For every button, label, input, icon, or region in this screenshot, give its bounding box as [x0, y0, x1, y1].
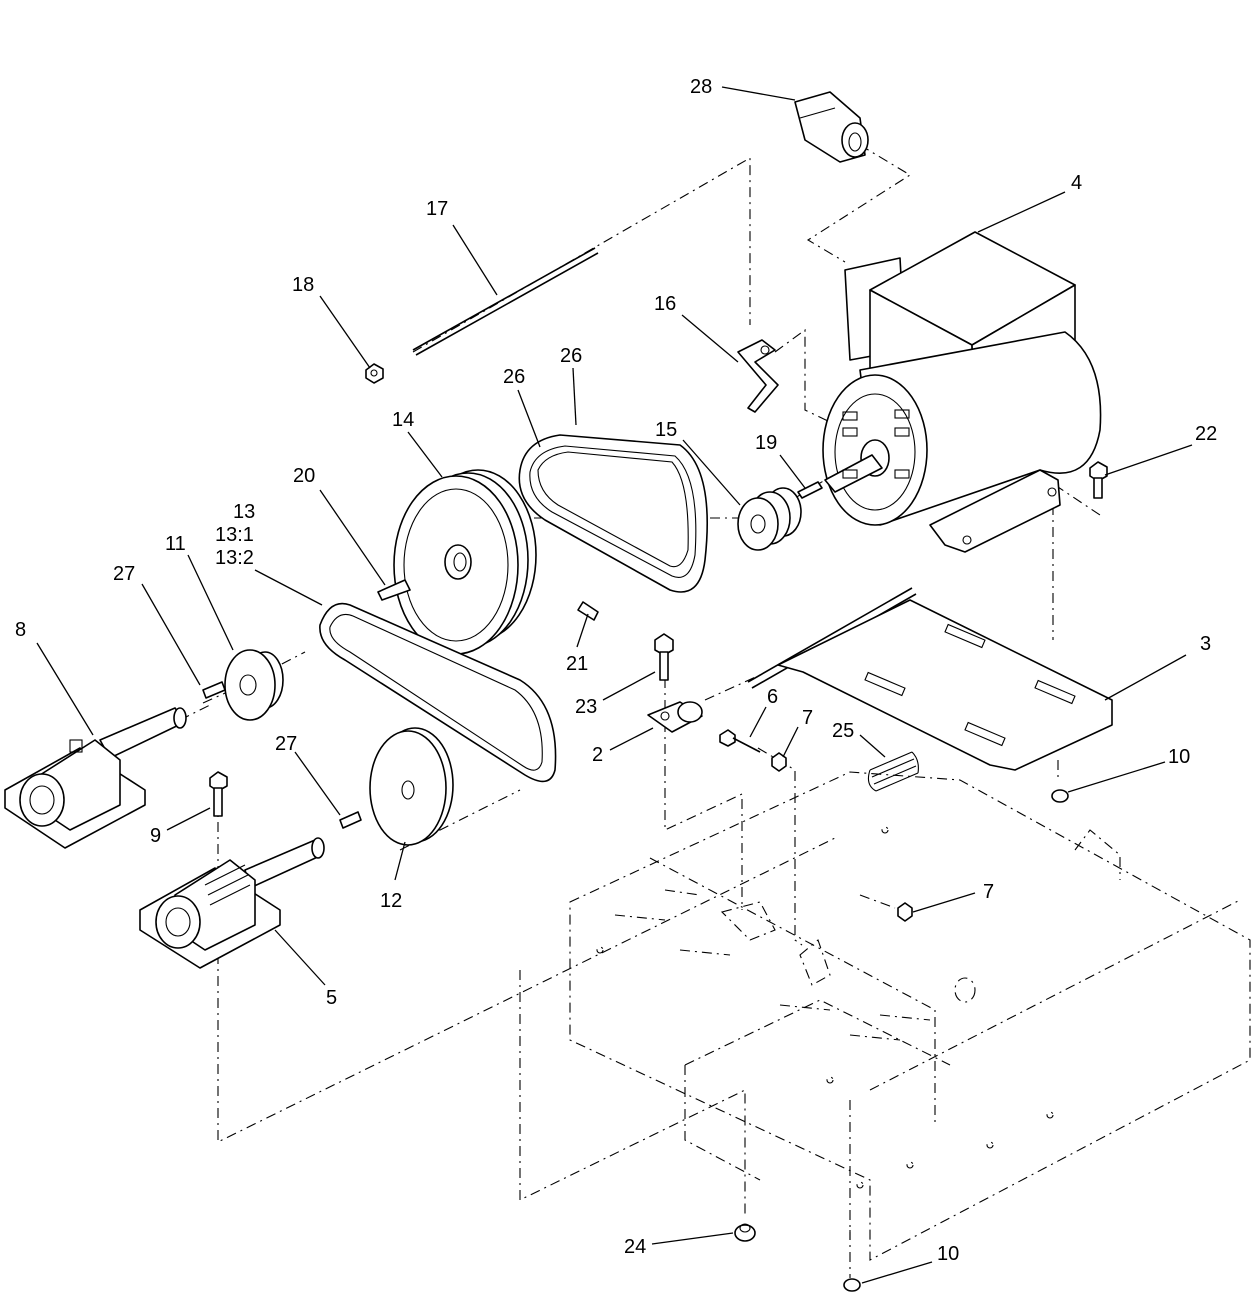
- part-17-rod: [412, 247, 599, 356]
- part-20-key: [377, 579, 411, 601]
- part-8-pillow-block-shaft: [4, 707, 187, 849]
- callout-7-upper: 7: [802, 707, 813, 729]
- part-13-belt: [319, 602, 557, 783]
- callout-26-left: 26: [503, 366, 525, 388]
- callout-5: 5: [326, 987, 337, 1009]
- machine-frame: [569, 771, 1251, 1261]
- callout-10-lower: 10: [937, 1243, 959, 1265]
- callout-16: 16: [654, 293, 676, 315]
- callout-3: 3: [1200, 633, 1211, 655]
- part-7-nut-lower: [897, 902, 913, 922]
- part-11-small-pulley: [224, 649, 284, 721]
- callout-15: 15: [655, 419, 677, 441]
- callout-22: 22: [1195, 423, 1217, 445]
- callout-20: 20: [293, 465, 315, 487]
- part-28-starter-switch: [794, 91, 869, 163]
- callout-6: 6: [767, 686, 778, 708]
- part-10-flange-nut-lower: [843, 1278, 861, 1292]
- callout-14: 14: [392, 409, 414, 431]
- part-27-key-upper: [202, 681, 226, 699]
- callout-19: 19: [755, 432, 777, 454]
- part-14-large-pulley: [393, 469, 537, 655]
- callout-25: 25: [832, 720, 854, 742]
- callout-28: 28: [690, 76, 712, 98]
- part-24-flange-nut: [734, 1223, 756, 1242]
- part-6-bolt: [719, 729, 761, 753]
- part-21-set-screw: [577, 601, 599, 621]
- part-4-motor: [822, 231, 1102, 553]
- callout-4: 4: [1071, 172, 1082, 194]
- callout-13-1: 13:1: [215, 524, 254, 546]
- callout-12: 12: [380, 890, 402, 912]
- callout-21: 21: [566, 653, 588, 675]
- part-10-flange-nut-upper: [1051, 789, 1069, 803]
- part-16-bracket: [737, 339, 779, 413]
- callout-27-lower: 27: [275, 733, 297, 755]
- part-25-spring: [867, 751, 919, 792]
- part-26-drive-belts: [518, 434, 708, 593]
- part-7-nut-upper: [771, 752, 787, 772]
- callout-8: 8: [15, 619, 26, 641]
- part-3-motor-plate: [747, 587, 1113, 771]
- part-22-bolt: [1089, 461, 1108, 499]
- part-27-key-lower: [339, 811, 362, 829]
- part-5-pillow-block-shaft: [139, 837, 325, 969]
- callout-17: 17: [426, 198, 448, 220]
- part-9-bolt: [209, 771, 228, 817]
- part-12-lower-pulley: [369, 727, 454, 846]
- callout-labels: 28 4 17 18 16 26 26 14 15 19 22 20 13 13…: [15, 76, 1217, 1265]
- callout-7-lower: 7: [983, 881, 994, 903]
- callout-11: 11: [165, 533, 186, 555]
- callout-9: 9: [150, 825, 161, 847]
- callout-leaders: [36, 86, 1193, 1284]
- part-2-hinge: [647, 701, 703, 733]
- callout-18: 18: [292, 274, 314, 296]
- callout-13: 13: [233, 501, 255, 523]
- callout-27-upper: 27: [113, 563, 135, 585]
- part-15-motor-pulley: [737, 487, 802, 551]
- callout-24: 24: [624, 1236, 646, 1258]
- callout-23: 23: [575, 696, 597, 718]
- callout-2: 2: [592, 744, 603, 766]
- part-23-bolt: [654, 633, 674, 681]
- callout-13-2: 13:2: [215, 547, 254, 569]
- callout-26-right: 26: [560, 345, 582, 367]
- callout-10-upper: 10: [1168, 746, 1190, 768]
- part-19-key: [797, 481, 823, 499]
- part-18-nut: [365, 363, 384, 384]
